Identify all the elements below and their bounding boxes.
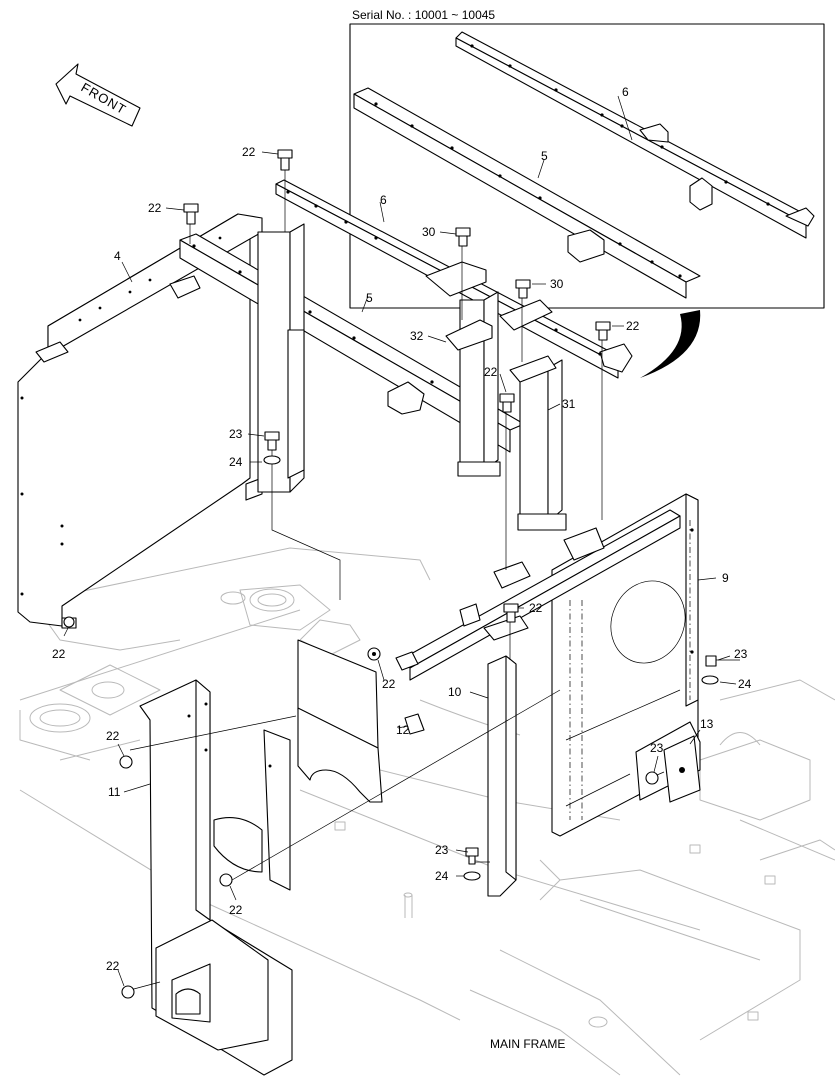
lower-cross-beam <box>395 509 681 681</box>
bolt-22-center <box>503 603 519 623</box>
callout-22: 22 <box>529 601 543 615</box>
bolt-30-b <box>515 279 531 299</box>
inset-curved-arrow <box>640 310 701 378</box>
callout-24: 24 <box>738 677 752 691</box>
washer-24-left <box>263 455 281 465</box>
callout-6: 6 <box>380 193 387 207</box>
callout-22: 22 <box>106 729 120 743</box>
inset-part-6-bar <box>455 31 815 239</box>
callout-23: 23 <box>435 843 449 857</box>
main-frame-ghost <box>19 547 835 1076</box>
bolt-23-lower <box>465 847 479 865</box>
inset-frame <box>349 23 825 309</box>
callout-labels: 6 5 22 22 6 4 30 30 5 32 22 22 31 23 24 … <box>52 85 752 973</box>
bolt-22-panel-bottom <box>121 985 135 999</box>
callout-6-inset: 6 <box>622 85 629 99</box>
bolt-22-left <box>183 203 199 225</box>
callout-22: 22 <box>106 959 120 973</box>
callout-13: 13 <box>700 717 714 731</box>
bolt-23-bracket <box>645 771 659 785</box>
callout-24: 24 <box>435 869 449 883</box>
bolt-22-bottom-left <box>61 616 77 629</box>
callout-22: 22 <box>626 319 640 333</box>
callout-30: 30 <box>550 277 564 291</box>
callout-30: 30 <box>422 225 436 239</box>
callout-5-inset: 5 <box>541 149 548 163</box>
callout-32: 32 <box>410 329 424 343</box>
bolt-22-panel <box>119 755 133 769</box>
callout-23: 23 <box>229 427 243 441</box>
bolt-23-left <box>264 431 280 451</box>
serial-inset-box <box>349 23 825 378</box>
callout-leaders <box>63 95 737 987</box>
callout-5: 5 <box>366 291 373 305</box>
bolt-fasteners <box>61 149 719 999</box>
bolt-22-mid <box>499 393 515 413</box>
main-frame-label: MAIN FRAME <box>490 1037 565 1051</box>
part-13-bracket <box>663 735 701 803</box>
bolt-22-top <box>277 149 293 171</box>
callout-4: 4 <box>114 249 121 263</box>
callout-23: 23 <box>650 741 664 755</box>
callout-22: 22 <box>484 365 498 379</box>
part-10-vertical-support <box>483 615 529 897</box>
callout-22: 22 <box>52 647 66 661</box>
inset-part-5-bar <box>353 87 701 299</box>
bolt-30-a <box>455 227 471 247</box>
bolt-23-right <box>705 655 717 667</box>
washer-24-right <box>701 675 719 685</box>
front-direction-arrow: FRONT <box>55 63 141 127</box>
callout-31: 31 <box>562 397 576 411</box>
callout-11: 11 <box>108 785 121 799</box>
part-12-plate <box>297 639 425 803</box>
assembly-center-lines <box>129 170 740 991</box>
washer-24-lower <box>463 871 481 881</box>
bolt-22-right <box>595 321 611 341</box>
callout-12: 12 <box>396 723 410 737</box>
bolt-22-panel-mid <box>219 873 233 887</box>
part-11-front-panel <box>139 679 293 1076</box>
callout-22: 22 <box>148 201 162 215</box>
bolt-22-plate <box>367 647 381 661</box>
callout-22: 22 <box>382 677 396 691</box>
upright-posts <box>257 223 567 531</box>
callout-24: 24 <box>229 455 243 469</box>
callout-23: 23 <box>734 647 748 661</box>
serial-number-label: Serial No. : 10001 ~ 10045 <box>352 8 495 22</box>
callout-10: 10 <box>448 685 462 699</box>
callout-9: 9 <box>722 571 729 585</box>
callout-22: 22 <box>242 145 256 159</box>
callout-22: 22 <box>229 903 243 917</box>
